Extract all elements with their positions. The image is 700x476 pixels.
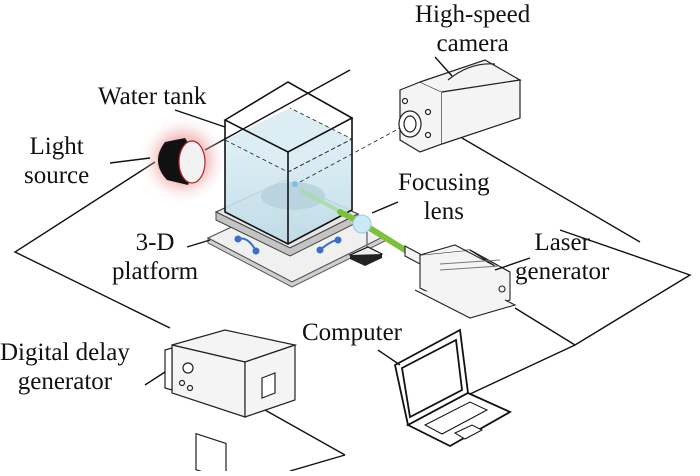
bubble: [292, 181, 298, 187]
water-tank: [174, 81, 401, 245]
label-line: source: [24, 162, 90, 189]
laser-generator-leader: [494, 257, 531, 271]
label-line: Computer: [302, 319, 402, 346]
label-line: Laser: [534, 229, 590, 256]
label-delay-generator: Digital delay generator: [0, 338, 130, 396]
label-light-source: Light source: [24, 132, 89, 190]
label-line: generator: [17, 368, 113, 395]
platform-leader: [186, 239, 211, 248]
cable-laser-to-frame: [514, 307, 576, 346]
label-line: Light: [29, 133, 84, 160]
cable-computer-to-frame: [424, 229, 692, 416]
high-speed-camera: [398, 56, 522, 153]
label-line: lens: [423, 198, 464, 225]
label-high-speed-camera: High-speed camera: [415, 0, 530, 58]
cable-camera-to-right: [461, 137, 641, 243]
cable-lines: [13, 69, 692, 472]
focusing-lens-leader: [371, 201, 399, 214]
label-line: generator: [515, 258, 610, 285]
computer: [377, 328, 512, 448]
laser-generator: [404, 244, 531, 319]
cable-camera-to-light: [204, 69, 351, 151]
delay-generator-leader: [144, 371, 166, 386]
laser-path: [299, 188, 408, 266]
focusing-lens: [352, 214, 372, 234]
light-source-leader: [109, 157, 151, 164]
cable-delay-to-computer: [264, 409, 346, 456]
camera-sightline: [299, 127, 401, 183]
label-line: High-speed: [415, 1, 531, 28]
light-source: [109, 115, 228, 205]
laser-beam-in-water: [299, 188, 346, 216]
cable-light-to-delay: [13, 161, 171, 329]
label-laser-generator: Laser generator: [515, 228, 609, 286]
water-tank-leader: [174, 109, 226, 128]
label-computer: Computer: [302, 318, 402, 347]
computer-leader: [377, 349, 401, 366]
label-line: Focusing: [398, 169, 490, 196]
label-line: 3-D: [135, 229, 175, 256]
cable-computer-bottom: [289, 454, 346, 472]
label-focusing-lens: Focusing lens: [398, 168, 490, 226]
label-line: camera: [436, 30, 509, 57]
light-lens: [178, 140, 206, 184]
label-3d-platform: 3-D platform: [112, 228, 198, 286]
specimen: [261, 182, 325, 210]
label-line: platform: [112, 258, 199, 285]
digital-delay-generator: [144, 329, 298, 476]
label-line: Water tank: [98, 83, 207, 110]
label-line: Digital delay: [0, 339, 130, 366]
high-speed-camera-leader: [434, 56, 453, 77]
label-water-tank: Water tank: [98, 82, 206, 111]
